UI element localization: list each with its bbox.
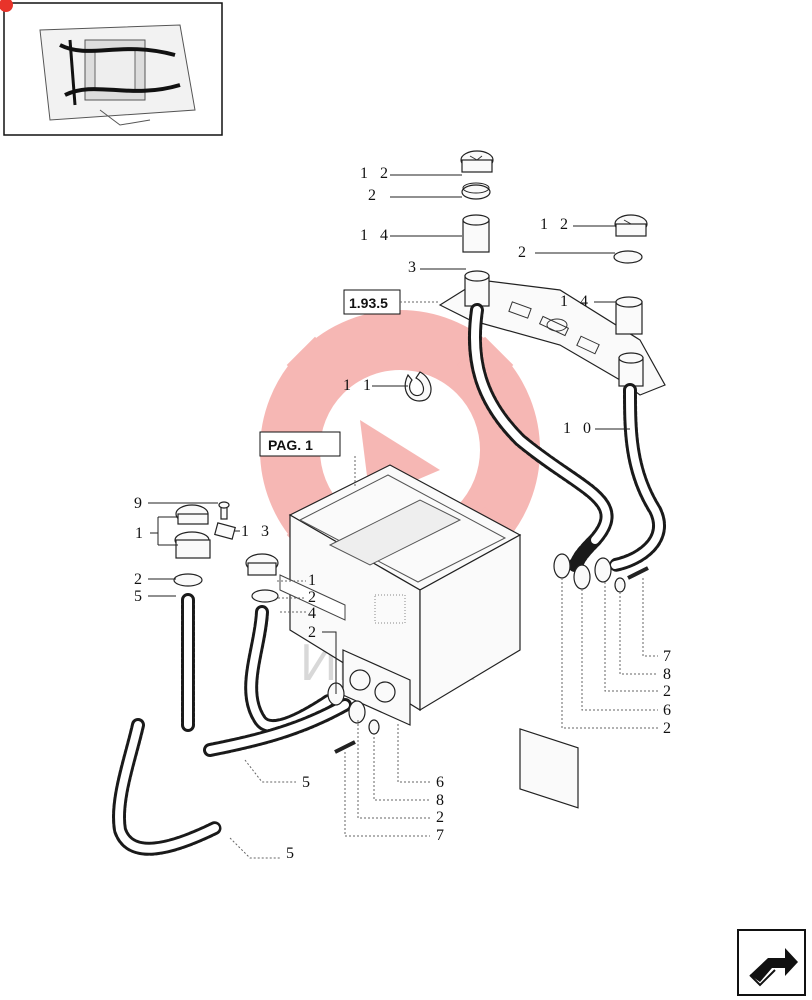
callout-10: 1 0 [563, 420, 595, 437]
hose-10 [608, 383, 666, 572]
nozzle-12-upper-right [614, 214, 648, 237]
plate-13 [214, 522, 236, 540]
leader-lines [148, 174, 658, 859]
callout-2f: 2 [436, 809, 448, 826]
hose-4 [244, 605, 337, 734]
callout-7a: 7 [436, 827, 448, 844]
sleeve-14-upper-right [615, 296, 643, 335]
callout-12b: 1 2 [540, 216, 572, 233]
callout-1b: 1 [308, 572, 320, 589]
hose-5-bottom [112, 718, 222, 856]
next-page-arrow-icon[interactable] [737, 929, 806, 996]
tractor-cab-overview-thumbnail [39, 24, 196, 126]
callout-14a: 1 4 [360, 227, 392, 244]
front-plate-6 [342, 649, 411, 726]
right-side-fittings [519, 553, 649, 809]
callout-2e: 2 [308, 624, 320, 641]
hose-left-from-adapter-3 [468, 303, 614, 572]
callout-2b: 2 [518, 244, 530, 261]
nozzle-12-upper-left [460, 150, 494, 173]
nozzle-1-left [174, 504, 211, 559]
callout-5a: 5 [134, 588, 146, 605]
callout-2a: 2 [368, 187, 380, 204]
callouts: 1 2 2 1 4 3 1 2 2 1 4 1 1 1 0 9 1 1 3 2 … [134, 165, 675, 862]
adapter-right [618, 352, 644, 387]
ref-box-upper[interactable]: 1.93.5 [343, 289, 401, 315]
callout-1a: 1 [135, 525, 147, 542]
callout-5c: 5 [286, 845, 298, 862]
heater-box [279, 464, 522, 712]
clamp-2-left [173, 573, 203, 587]
adapter-3 [464, 270, 490, 307]
clamp-2-upper-right [613, 250, 643, 264]
callout-8a: 8 [436, 792, 448, 809]
callout-4: 4 [308, 605, 320, 622]
clip-11 [404, 371, 432, 402]
callout-6a: 6 [436, 774, 448, 791]
callout-7b: 7 [663, 648, 675, 665]
callout-2h: 2 [663, 720, 675, 737]
callout-11: 1 1 [343, 377, 375, 394]
callout-5b: 5 [302, 774, 314, 791]
callout-2g: 2 [663, 683, 675, 700]
hose-5-middle [203, 698, 352, 757]
svg-text:1.93.5: 1.93.5 [349, 295, 388, 311]
sleeve-14-upper-left [462, 214, 490, 253]
callout-2d: 2 [308, 589, 320, 606]
callout-12a: 1 2 [360, 165, 392, 182]
clamp-2-center [251, 589, 279, 603]
svg-text:PAG. 1: PAG. 1 [268, 437, 313, 453]
callout-2c: 2 [134, 571, 146, 588]
thumbnail-frame[interactable] [0, 0, 223, 136]
callout-6b: 6 [663, 702, 675, 719]
callout-9: 9 [134, 495, 146, 512]
callout-13: 1 3 [241, 523, 273, 540]
callout-3: 3 [408, 259, 420, 276]
nozzle-1-center [245, 553, 279, 576]
clamp-2-upper-left [461, 182, 491, 200]
callout-14b: 1 4 [560, 293, 592, 310]
callout-8b: 8 [663, 666, 675, 683]
screw-9 [218, 501, 230, 520]
ref-box-lower[interactable]: PAG. 1 [259, 431, 341, 457]
upper-duct-frame [438, 279, 666, 396]
